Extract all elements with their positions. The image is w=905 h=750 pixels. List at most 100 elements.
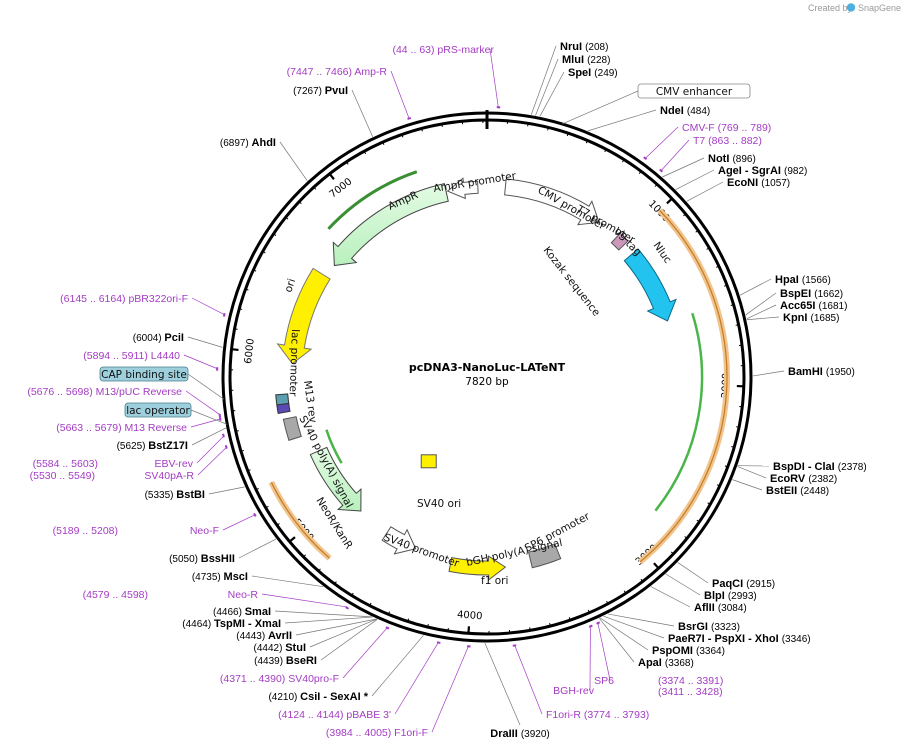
primer-site-label: (4371 .. 4390) SV40pro-F <box>220 673 339 685</box>
enzyme-site-leader <box>320 619 378 661</box>
enzyme-site-label: BspDI - ClaI (2378) <box>773 461 867 473</box>
sv40-polya-box <box>282 416 302 441</box>
enzyme-site-leader <box>535 58 559 116</box>
enzyme-site-leader <box>274 610 373 618</box>
tick-mark <box>735 426 740 428</box>
enzyme-site-label: (7267) PvuI <box>293 85 348 97</box>
orf-line-neo <box>325 429 343 464</box>
orf-ring-left-line <box>270 481 330 559</box>
enzyme-site-label: BsrGI (3323) <box>678 621 740 633</box>
primer-site-leader <box>489 48 499 109</box>
primer-site-label: (5663 .. 5679) M13 Reverse <box>56 422 187 434</box>
tick-mark <box>387 611 391 615</box>
enzyme-site-label: (5050) BssHII <box>169 553 235 565</box>
enzyme-site-leader <box>187 336 223 348</box>
m13-rev-label: M13 rev <box>301 380 319 424</box>
tick-mark <box>706 247 710 250</box>
tick-mark <box>606 600 609 604</box>
tick-mark <box>666 197 673 205</box>
kozak-sequence-label: Kozak sequence <box>541 244 603 318</box>
tick-mark <box>653 562 660 570</box>
enzyme-site-label: (4442) StuI <box>254 642 306 654</box>
nluc-label: Nluc <box>651 240 674 266</box>
tick-mark <box>566 133 569 137</box>
lac-operator-box <box>276 402 291 415</box>
enzyme-site-label: BlpI (2993) <box>704 590 757 602</box>
primer-mark <box>224 444 228 449</box>
enzyme-site-leader <box>284 616 373 624</box>
enzyme-site-label: (4466) SmaI <box>213 606 271 618</box>
orf-line-ampr <box>327 170 418 230</box>
primer-pos-label: (5584 .. 5603) <box>33 458 98 470</box>
primer-mark <box>222 433 225 438</box>
enzyme-site-label: DraIII (3920) <box>490 728 549 740</box>
enzyme-site-leader <box>677 562 709 584</box>
primer-site-leader <box>394 641 440 715</box>
tick-mark <box>696 519 700 523</box>
orf-ring-right-line <box>639 209 728 563</box>
enzyme-site-label: EcoNI (1057) <box>727 177 790 189</box>
feature-box-leader <box>562 90 639 125</box>
enzyme-site-label: AflII (3084) <box>694 602 747 614</box>
feature-box-label: lac operator <box>126 405 190 417</box>
lac-promoter-label: lac promoter <box>287 329 301 397</box>
primer-mark <box>407 117 412 120</box>
enzyme-site-label: (4443) AvrII <box>236 630 292 642</box>
enzyme-site-leader <box>295 618 377 636</box>
enzyme-site-label: NdeI (484) <box>660 105 710 117</box>
enzyme-site-label: PspOMI (3364) <box>652 645 725 657</box>
primer-mark <box>253 512 257 517</box>
primer-site-leader <box>431 645 470 733</box>
tick-mark <box>638 170 642 174</box>
tick-mark <box>654 183 658 187</box>
tick-mark <box>716 484 720 487</box>
primer-site-leader <box>185 390 221 416</box>
enzyme-site-leader <box>752 370 785 377</box>
created-by-text: Created by <box>808 3 853 13</box>
primer-mark <box>596 621 601 625</box>
enzyme-site-leader <box>191 427 227 446</box>
sv40-promoter-label: SV40 promoter <box>382 532 461 571</box>
tick-mark <box>288 536 296 543</box>
tick-mark <box>707 502 711 505</box>
primer-pos-label: (3374 .. 3391) <box>658 675 723 687</box>
enzyme-site-label: PaeR7I - PspXI - XhoI (3346) <box>668 633 811 645</box>
ori-label: ori <box>282 277 298 294</box>
enzyme-site-leader <box>745 292 777 316</box>
primer-site-leader <box>222 514 256 531</box>
primer-site-leader <box>197 446 228 476</box>
enzyme-site-label: (5335) BstBI <box>145 489 205 501</box>
primer-site-label: (7447 .. 7466) Amp-R <box>287 66 388 78</box>
tick-mark <box>313 186 317 190</box>
plasmid-length: 7820 bp <box>465 376 509 388</box>
tick-mark <box>235 430 239 432</box>
primer-site-label: (5676 .. 5698) M13/pUC Reverse <box>27 386 182 398</box>
enzyme-site-leader <box>598 617 635 663</box>
primer-mark <box>588 624 593 628</box>
tick-mark <box>262 251 266 254</box>
feature-box-leader <box>190 409 228 425</box>
enzyme-site-leader <box>686 181 724 202</box>
label-leader-lines <box>183 45 785 733</box>
tick-mark <box>568 617 571 621</box>
tick-mark <box>369 602 372 606</box>
f1-ori-label: f1 ori <box>481 575 508 587</box>
tick-mark <box>587 609 590 613</box>
nluc-arrow <box>623 248 677 322</box>
tick-label: 4000 <box>457 609 483 622</box>
v5-tag-box <box>610 232 629 251</box>
primer-site-label: T7 (863 .. 882) <box>693 135 762 147</box>
cmv-promoter-arrow <box>504 178 600 226</box>
tick-mark <box>285 216 289 220</box>
primer-mark <box>643 156 648 161</box>
enzyme-site-leader <box>351 89 373 137</box>
primer-site-label: (4124 .. 4144) pBABE 3' <box>278 709 391 721</box>
tick-mark <box>240 449 244 452</box>
ampr-arrow <box>332 183 449 267</box>
tick-mark <box>623 590 627 594</box>
feature-box <box>99 366 189 382</box>
feature-box-label: CAP binding site <box>101 369 187 381</box>
tick-mark <box>276 523 280 526</box>
primer-mark <box>222 312 226 317</box>
enzyme-site-label: HpaI (1566) <box>775 274 831 286</box>
